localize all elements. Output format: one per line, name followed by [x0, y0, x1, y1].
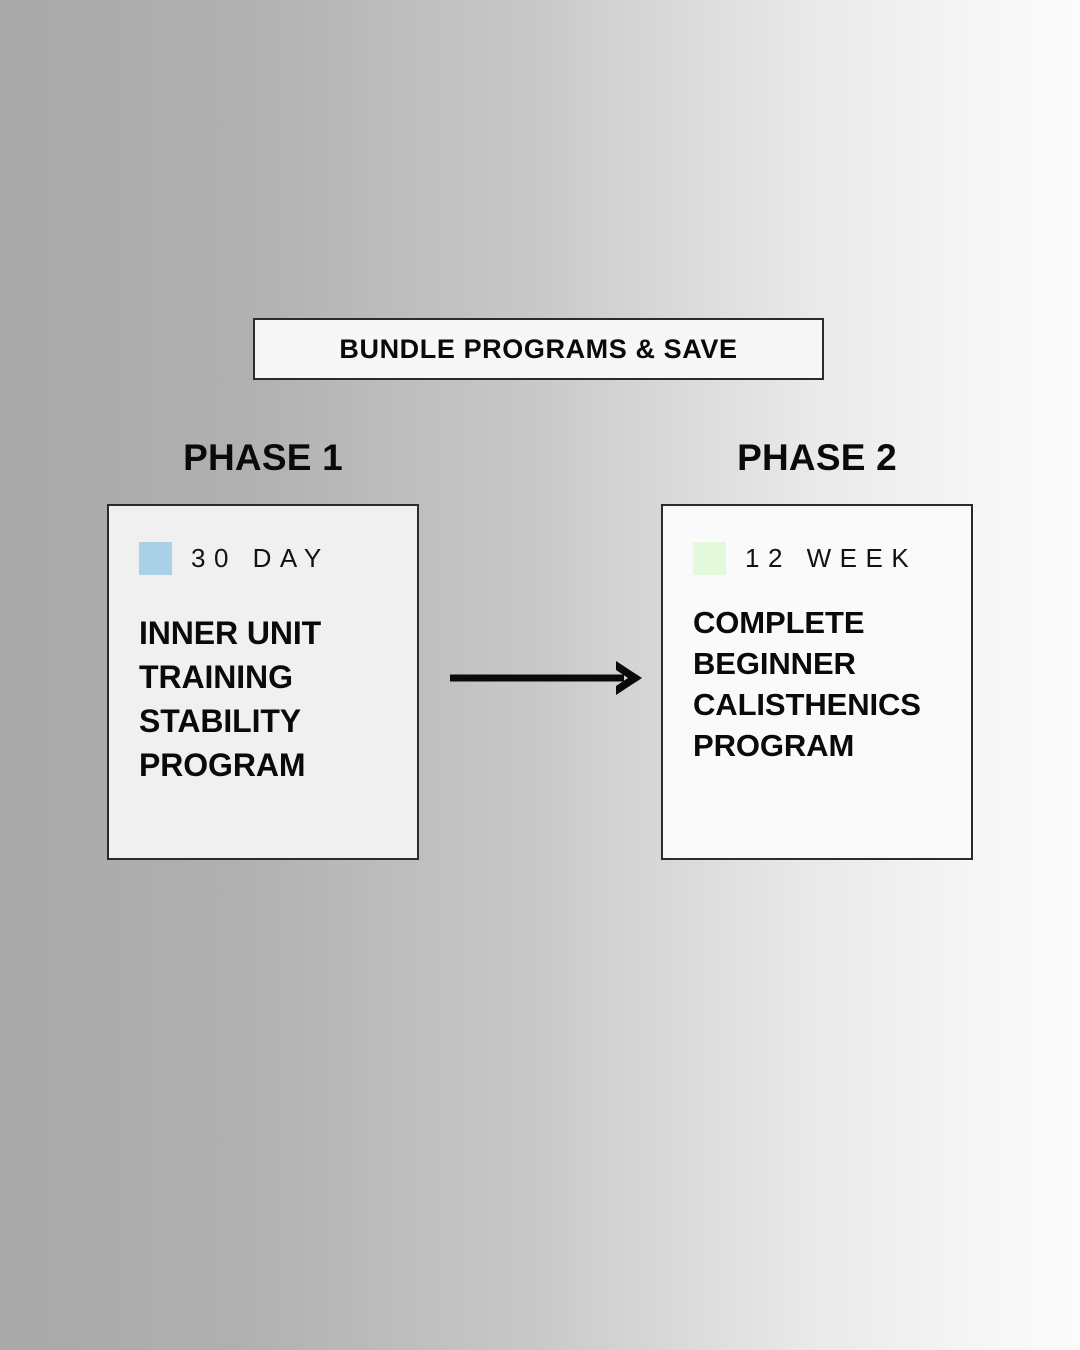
program-card-phase-2[interactable]: 12 WEEK COMPLETE BEGINNER CALISTHENICS P…: [661, 504, 973, 860]
duration-row-phase-2: 12 WEEK: [693, 542, 917, 575]
flow-arrow-container: [444, 655, 644, 701]
duration-row-phase-1: 30 DAY: [139, 542, 330, 575]
color-swatch-green-icon: [693, 542, 726, 575]
bundle-promo-label: BUNDLE PROGRAMS & SAVE: [339, 333, 738, 364]
duration-label-phase-1: 30 DAY: [191, 543, 330, 573]
program-card-phase-1[interactable]: 30 DAY INNER UNIT TRAINING STABILITY PRO…: [107, 504, 419, 860]
program-title-phase-2: COMPLETE BEGINNER CALISTHENICS PROGRAM: [693, 605, 921, 763]
program-title-phase-1: INNER UNIT TRAINING STABILITY PROGRAM: [139, 615, 322, 783]
phase-2-heading: PHASE 2: [737, 437, 897, 478]
color-swatch-blue-icon: [139, 542, 172, 575]
phase-1-heading: PHASE 1: [183, 437, 343, 478]
bundle-promo-badge[interactable]: BUNDLE PROGRAMS & SAVE: [253, 318, 824, 380]
arrow-right-icon: [450, 661, 642, 695]
duration-label-phase-2: 12 WEEK: [745, 543, 918, 573]
